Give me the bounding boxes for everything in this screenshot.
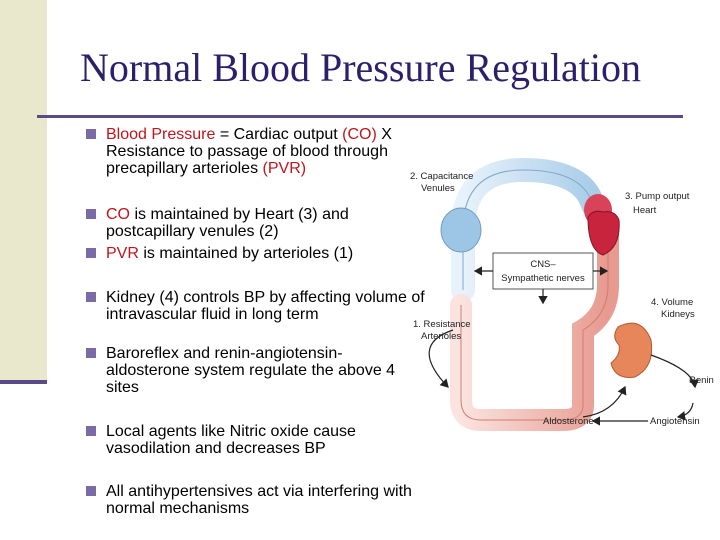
bullet-text: CO is maintained by Heart (3) and postca… [106,206,426,240]
bullet-marker [86,209,96,219]
venous-arc-outline [462,169,594,290]
bullet-run: X Resistance to passage of blood through… [106,126,392,177]
bullet-item: Blood Pressure = Cardiac output (CO) X R… [86,126,426,177]
bullet-text: Kidney (4) controls BP by affecting volu… [106,289,426,323]
bullet-item: All antihypertensives act via interferin… [86,483,426,517]
bullet-run: All antihypertensives act via interferin… [106,483,412,517]
bullet-marker [86,248,96,258]
kidneys-label: Kidneys [661,309,695,320]
diagram-svg: CNS– Sympathetic nerves 2. Capacitance V… [410,157,714,431]
angiotensin-arrow [676,402,694,421]
feedback-arrow-left [428,329,454,388]
bullet-marker [86,426,96,436]
bullet-text: Local agents like Nitric oxide cause vas… [106,423,426,457]
bullet-run: Local agents like Nitric oxide cause vas… [106,423,356,457]
bullet-item: Kidney (4) controls BP by affecting volu… [86,289,426,323]
bullet-text: All antihypertensives act via interferin… [106,483,426,517]
page-title: Normal Blood Pressure Regulation [80,45,642,90]
bullet-text: PVR is maintained by arterioles (1) [106,245,426,262]
bullet-run: is maintained by Heart (3) and postcapil… [106,206,349,240]
bullet-run: Kidney (4) controls BP by affecting volu… [106,289,425,323]
angiotensin-label: Angiotensin [650,416,700,427]
bullet-highlight: Blood Pressure [106,126,216,143]
bp-regulation-diagram: CNS– Sympathetic nerves 2. Capacitance V… [393,155,720,445]
side-band [0,0,47,384]
heart-label: Heart [633,205,657,216]
bullet-run: is maintained by arterioles (1) [138,245,354,262]
arterial-arc-outline [460,230,609,421]
cns-box [492,252,594,290]
heart-icon [587,210,620,256]
capacitance-label: 2. Capacitance [410,171,473,182]
bullet-text: Baroreflex and renin-angiotensin-aldoste… [106,345,426,396]
bullet-marker [86,486,96,496]
bullet-highlight: (CO) [342,126,377,143]
cns-label: CNS– [530,259,556,270]
bullet-highlight: CO [106,206,130,223]
bullet-marker [86,292,96,302]
renin-arrow [650,354,699,389]
bullet-highlight: PVR [106,245,139,262]
bullet-item: PVR is maintained by arterioles (1) [86,245,426,262]
bullet-highlight: (PVR) [262,160,307,177]
bullet-text: Blood Pressure = Cardiac output (CO) X R… [106,126,426,177]
bullet-item: Local agents like Nitric oxide cause vas… [86,423,426,457]
bullet-marker [86,348,96,358]
arterioles-label: Arterioles [421,331,461,342]
title-rule [37,115,683,118]
resistance-label: 1. Resistance [413,319,471,330]
bullet-item: Baroreflex and renin-angiotensin-aldoste… [86,345,426,396]
bullet-run: Baroreflex and renin-angiotensin-aldoste… [106,345,396,396]
pump-output-label: 3. Pump output [625,191,690,202]
bullet-item: CO is maintained by Heart (3) and postca… [86,206,426,240]
volume-label: 4. Volume [651,297,693,308]
bullet-marker [86,129,96,139]
aldosterone-label: Aldosterone [543,416,594,427]
venules-label: Venules [421,183,455,194]
cns-label-2: Sympathetic nerves [501,273,585,284]
aldosterone-arrow [582,385,627,418]
kidney-icon [610,322,653,378]
venule-reservoir [440,207,482,253]
bullet-run: = Cardiac output [215,126,343,143]
side-rule [0,380,47,384]
renin-label: Renin [689,375,714,386]
